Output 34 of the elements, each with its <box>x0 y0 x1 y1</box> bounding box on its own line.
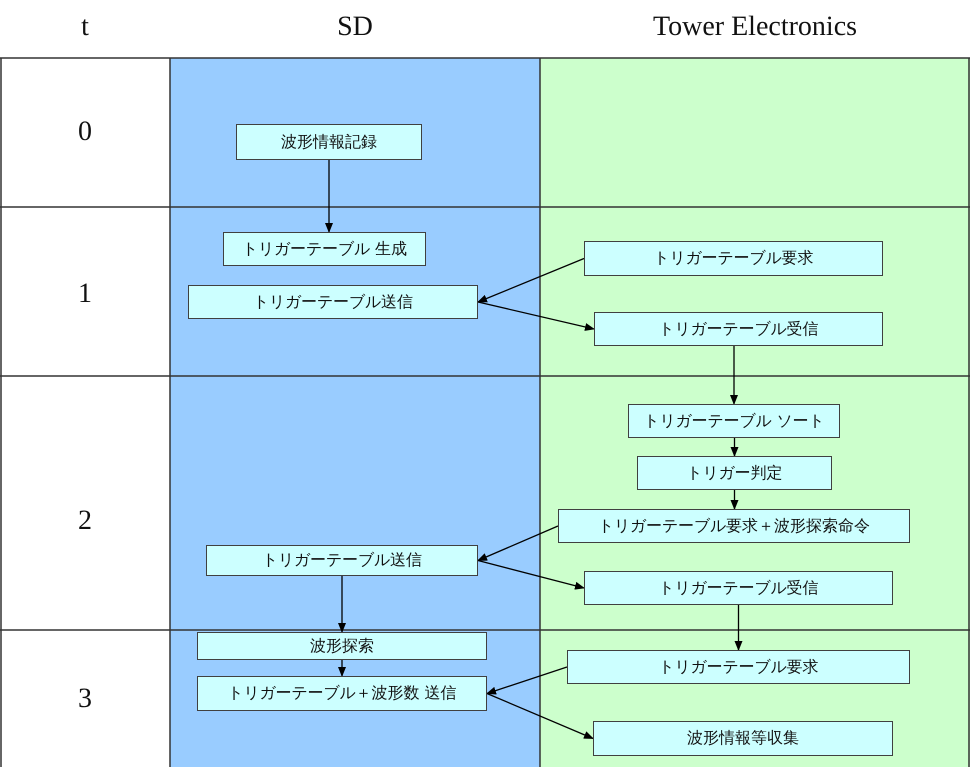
arrow <box>325 160 333 233</box>
process-box: トリガーテーブル受信 <box>594 312 883 346</box>
process-box: トリガー判定 <box>637 456 832 490</box>
row-label: 2 <box>78 505 92 536</box>
arrow <box>338 660 346 677</box>
process-box: トリガーテーブル受信 <box>584 571 893 605</box>
column-header: Tower Electronics <box>652 11 858 42</box>
process-box: トリガーテーブル要求 <box>584 241 883 276</box>
arrow <box>486 692 594 740</box>
process-box: トリガーテーブル要求 <box>567 650 910 684</box>
arrow <box>478 560 585 590</box>
row-label: 3 <box>78 683 92 714</box>
arrow <box>730 346 738 405</box>
process-box: トリガーテーブル 生成 <box>223 232 426 266</box>
arrow <box>338 576 346 633</box>
arrow <box>478 301 595 331</box>
column-header: SD <box>337 11 373 42</box>
arrow <box>477 525 558 562</box>
process-box: トリガーテーブル ソート <box>628 404 840 438</box>
column-header: t <box>81 11 89 42</box>
row-label: 0 <box>78 116 92 147</box>
process-box: トリガーテーブル要求＋波形探索命令 <box>558 509 910 543</box>
arrow <box>734 605 742 651</box>
row-label: 1 <box>78 278 92 309</box>
process-box: トリガーテーブル＋波形数 送信 <box>197 676 487 711</box>
arrow <box>477 258 584 303</box>
process-box: 波形探索 <box>197 632 487 660</box>
process-box: トリガーテーブル送信 <box>206 545 478 576</box>
process-box: 波形情報記録 <box>236 124 422 160</box>
arrow <box>730 438 738 457</box>
process-box: 波形情報等収集 <box>593 721 893 756</box>
arrow <box>730 490 738 510</box>
arrow <box>486 666 568 694</box>
process-box: トリガーテーブル送信 <box>188 285 478 319</box>
